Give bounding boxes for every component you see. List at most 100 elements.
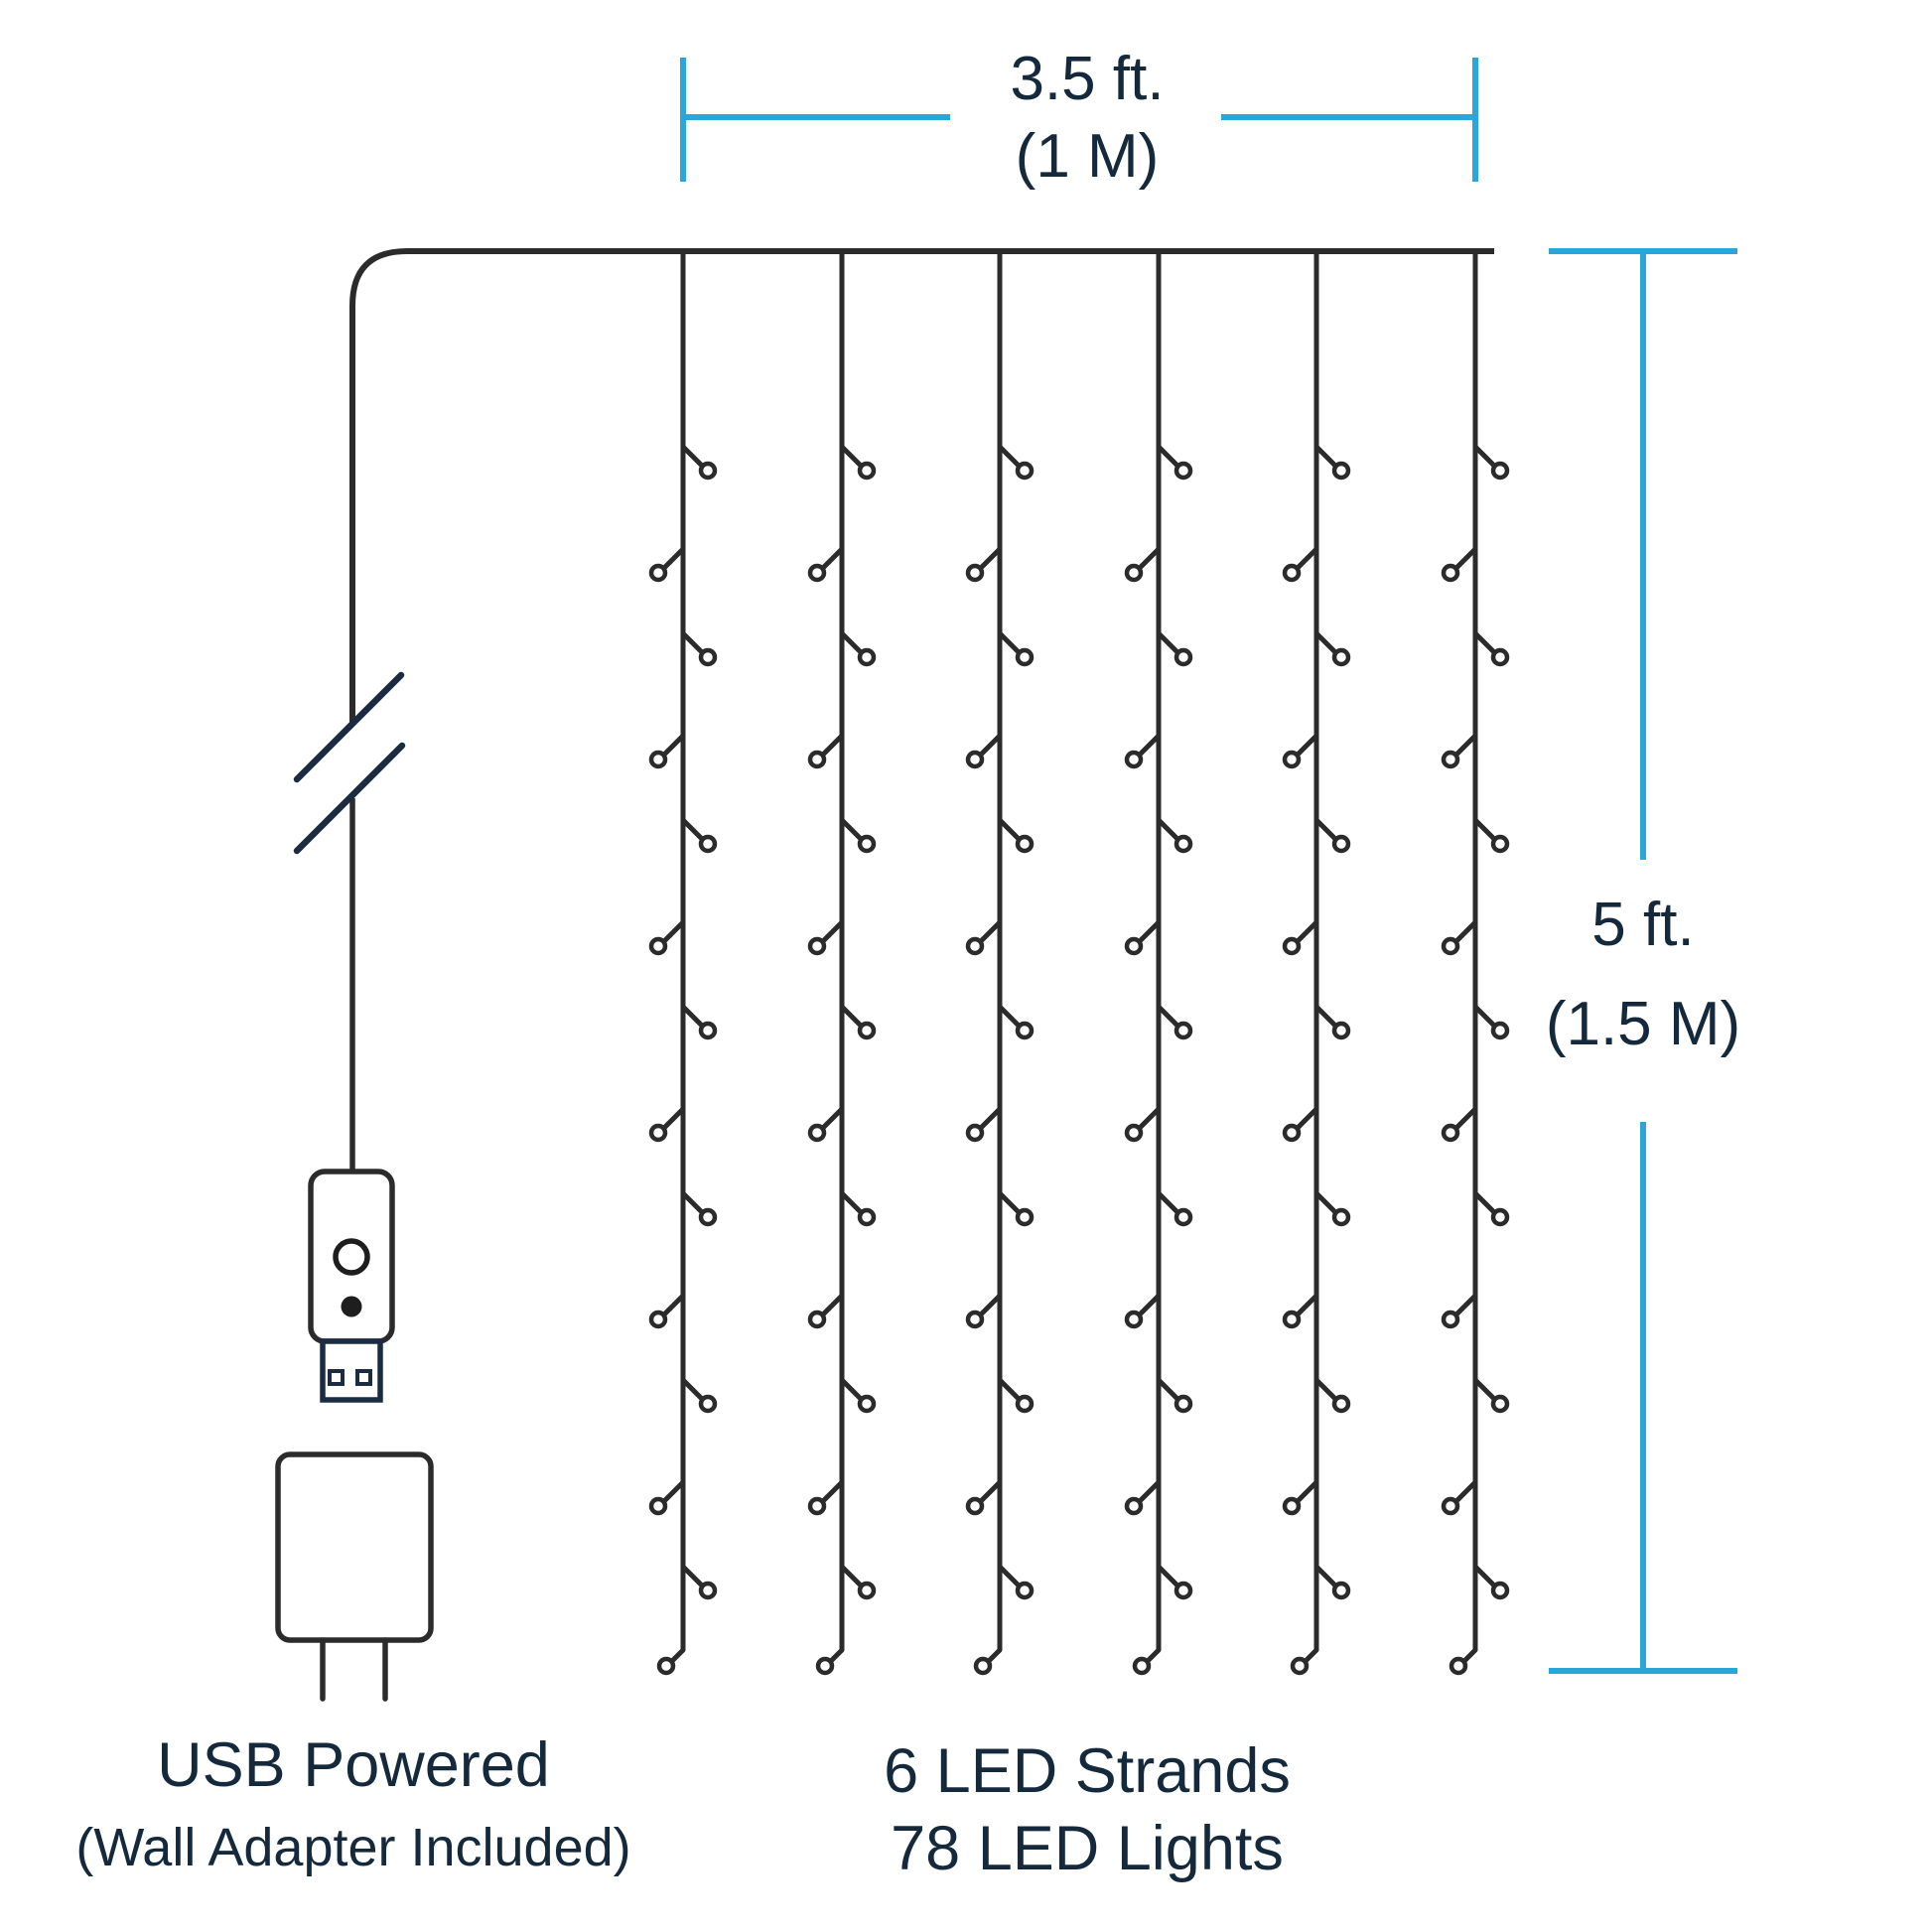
led-bulb-icon [698, 461, 718, 481]
led-bulb-icon [648, 1123, 668, 1143]
led-bulb-icon [965, 563, 985, 583]
led-bulb-icon [1282, 1310, 1302, 1329]
led-bulb-icon [965, 750, 985, 769]
led-bulb-stem [978, 919, 1003, 944]
led-bulb-stem [1137, 733, 1162, 758]
led-bulb-stem [1137, 1293, 1162, 1317]
led-bulb-icon [1173, 1581, 1193, 1600]
led-bulb-icon [857, 834, 877, 854]
led-bulb-icon [1490, 647, 1510, 667]
led-bulb-icon [698, 1581, 718, 1600]
usb-pin-icon [328, 1369, 345, 1386]
led-bulb-icon [698, 1207, 718, 1227]
width-dimension-metric: (1 M) [1015, 122, 1160, 191]
led-bulb-stem [1295, 919, 1319, 944]
led-bulb-icon [1449, 1656, 1468, 1676]
led-bulb-icon [1282, 1496, 1302, 1516]
led-bulb-stem [1156, 1377, 1180, 1402]
led-bulb-stem [1137, 1106, 1162, 1131]
led-bulb-icon [1441, 563, 1460, 583]
led-bulb-icon [965, 936, 985, 956]
led-bulb-icon [1282, 563, 1302, 583]
height-dimension-metric: (1.5 M) [1545, 990, 1741, 1058]
led-bulb-stem [997, 630, 1022, 655]
led-bulb-icon [1490, 1581, 1510, 1600]
led-bulb-stem [997, 817, 1022, 842]
led-bulb-icon [1282, 936, 1302, 956]
led-bulb-stem [1313, 630, 1338, 655]
led-bulb-stem [978, 1106, 1003, 1131]
led-bulb-icon [1015, 1207, 1035, 1227]
led-bulb-stem [1453, 1479, 1478, 1504]
led-bulb-stem [1453, 1106, 1478, 1131]
led-bulb-icon [857, 461, 877, 481]
led-bulb-stem [1295, 1106, 1319, 1131]
led-bulb-stem [661, 1293, 686, 1317]
led-bulb-icon [807, 563, 827, 583]
led-bulb-stem [839, 1377, 864, 1402]
height-dimension-value: 5 ft. [1591, 891, 1695, 959]
led-bulb-stem [661, 1106, 686, 1131]
led-bulb-icon [1015, 1581, 1035, 1600]
led-bulb-icon [1124, 563, 1144, 583]
led-bulb-icon [1124, 936, 1144, 956]
led-bulb-icon [698, 647, 718, 667]
led-bulb-icon [857, 1394, 877, 1414]
led-bulb-icon [648, 563, 668, 583]
led-bulb-stem [997, 1190, 1022, 1215]
led-bulb-icon [1173, 834, 1193, 854]
led-bulb-stem [1313, 1004, 1338, 1029]
led-bulb-stem [1472, 1564, 1497, 1588]
cable-break-icon [293, 742, 406, 855]
led-bulb-stem [1156, 1190, 1180, 1215]
led-bulb-icon [1441, 750, 1460, 769]
led-bulb-stem [839, 817, 864, 842]
led-bulb-icon [1015, 834, 1035, 854]
led-bulb-icon [1331, 647, 1351, 667]
usb-button-ring-icon [333, 1238, 370, 1276]
led-bulb-icon [1173, 1207, 1193, 1227]
led-bulb-stem [661, 546, 686, 571]
led-bulb-stem [839, 1564, 864, 1588]
width-dimension-value: 3.5 ft. [1010, 45, 1165, 113]
led-bulb-icon [1282, 1123, 1302, 1143]
usb-button-dot-icon [341, 1296, 362, 1317]
led-bulb-stem [978, 546, 1003, 571]
led-bulb-icon [1124, 1496, 1144, 1516]
led-bulb-stem [1156, 1564, 1180, 1588]
led-bulb-stem [820, 919, 845, 944]
led-bulb-stem [1472, 444, 1497, 469]
led-bulb-stem [1295, 546, 1319, 571]
led-bulb-icon [1331, 1394, 1351, 1414]
led-bulb-icon [1124, 1310, 1144, 1329]
led-bulb-icon [857, 1207, 877, 1227]
led-bulb-stem [978, 1293, 1003, 1317]
led-bulb-icon [1173, 1021, 1193, 1040]
led-bulb-stem [1313, 1377, 1338, 1402]
led-bulb-stem [1472, 817, 1497, 842]
led-bulb-icon [1490, 834, 1510, 854]
led-bulb-stem [661, 1479, 686, 1504]
led-bulb-stem [978, 733, 1003, 758]
top-rail [349, 248, 1494, 725]
led-bulb-stem [680, 1190, 705, 1215]
led-bulb-icon [698, 1394, 718, 1414]
led-bulb-icon [1015, 647, 1035, 667]
led-bulb-stem [680, 444, 705, 469]
led-bulb-stem [1453, 1293, 1478, 1317]
led-bulb-stem [1137, 1479, 1162, 1504]
led-bulb-icon [648, 936, 668, 956]
led-bulb-stem [1472, 1004, 1497, 1029]
led-bulb-icon [656, 1656, 676, 1676]
led-bulb-stem [1453, 546, 1478, 571]
led-bulb-stem [997, 1564, 1022, 1588]
led-bulb-icon [698, 1021, 718, 1040]
led-bulb-stem [1295, 1479, 1319, 1504]
led-bulb-stem [820, 733, 845, 758]
led-bulb-icon [815, 1656, 835, 1676]
led-bulb-icon [1441, 1310, 1460, 1329]
led-bulb-stem [978, 1479, 1003, 1504]
led-bulb-stem [680, 1564, 705, 1588]
usb-pin-icon [355, 1369, 372, 1386]
led-bulb-stem [997, 444, 1022, 469]
